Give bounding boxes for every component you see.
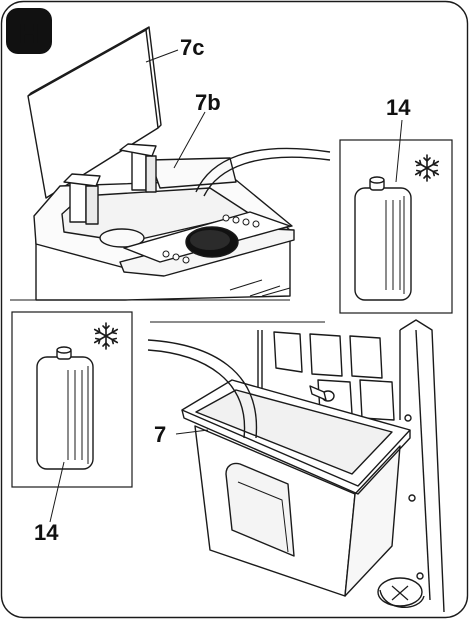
tank-handle-cutout [225,462,295,557]
callout-14-bottom: 14 [34,520,59,545]
ice-pack [354,176,412,301]
callout-7: 7 [154,422,166,447]
callout-7b: 7b [195,90,221,115]
hose [195,147,331,193]
badge-letter: H [19,18,39,49]
water-tank [181,379,411,597]
clip-left [63,173,101,225]
callout-7c: 7c [180,35,204,60]
leader-lines [49,49,403,523]
wheel [377,577,425,609]
callout-14-top: 14 [386,95,411,120]
clip-right [119,143,157,193]
cooler-top-view [27,26,331,301]
ice-pack [36,346,94,470]
hose-bottom [147,339,258,439]
ice-pack-panel-bottom [11,311,133,488]
ice-pack-panel-top [339,139,453,314]
figure-badge: H [6,8,52,54]
cooler-rear-view [257,319,445,613]
